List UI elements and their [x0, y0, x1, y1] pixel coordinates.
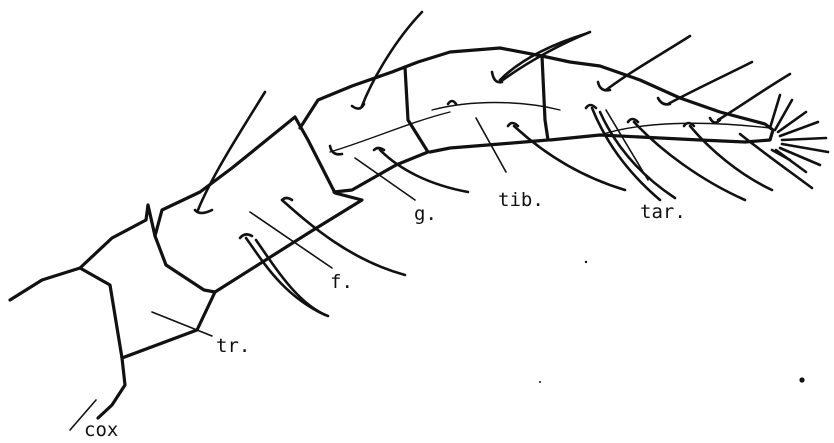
femur-segment [155, 117, 362, 292]
trochanter-segment [80, 205, 215, 358]
genu-segment [300, 67, 428, 192]
setae [195, 12, 812, 316]
leader-lines [70, 110, 648, 430]
label-tibia: tib. [498, 189, 544, 211]
coxa-segment [10, 268, 125, 418]
claw-tuft [770, 95, 828, 172]
label-tarsus: tar. [640, 201, 686, 223]
label-genu: g. [414, 203, 437, 225]
scan-specks [539, 261, 805, 383]
label-femur: f. [330, 271, 353, 293]
label-trochanter: tr. [216, 335, 250, 357]
label-coxa: cox [84, 419, 118, 441]
